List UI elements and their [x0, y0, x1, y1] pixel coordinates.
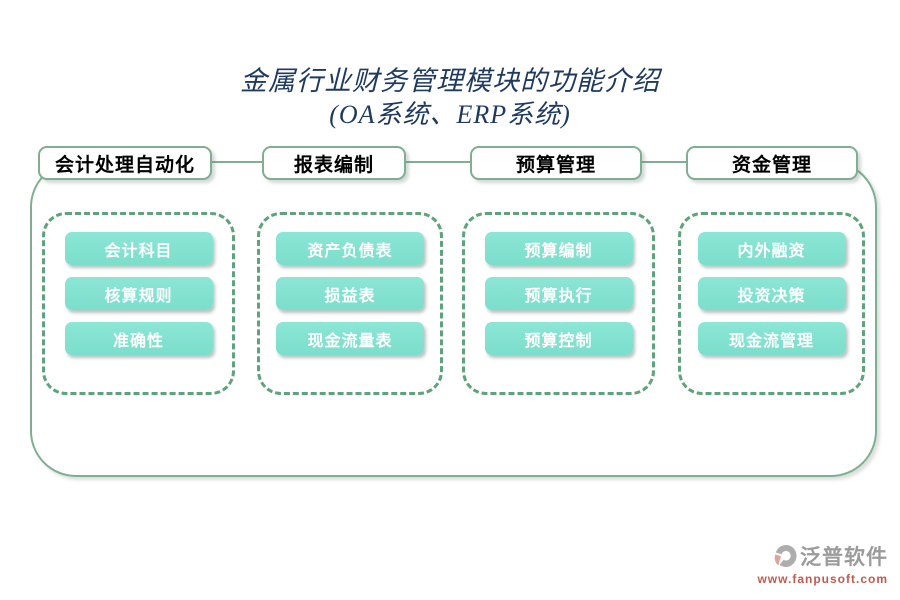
feature-item: 内外融资 [697, 232, 846, 265]
feature-item: 预算编制 [484, 232, 633, 265]
column-header-budget-management: 预算管理 [470, 146, 642, 180]
watermark-brand-text: 泛普软件 [800, 545, 888, 569]
column-header-report-preparation: 报表编制 [262, 146, 406, 180]
watermark: 泛普软件 www.fanpusoft.com [757, 541, 888, 586]
feature-item: 损益表 [276, 277, 424, 310]
feature-item: 现金流量表 [276, 322, 424, 355]
diagram-title-line1: 金属行业财务管理模块的功能介绍 [240, 66, 660, 96]
column-header-accounting-automation: 会计处理自动化 [38, 146, 212, 180]
group-box-accounting-automation: 会计科目 核算规则 准确性 [42, 212, 235, 395]
feature-item: 准确性 [64, 322, 213, 355]
feature-item: 资产负债表 [276, 232, 424, 265]
watermark-url-text: www.fanpusoft.com [757, 572, 888, 586]
group-box-fund-management: 内外融资 投资决策 现金流管理 [678, 212, 865, 395]
feature-item: 预算控制 [484, 322, 633, 355]
diagram-title-line2: (OA系统、ERP系统) [329, 100, 571, 129]
group-box-report-preparation: 资产负债表 损益表 现金流量表 [257, 212, 443, 395]
feature-item: 核算规则 [64, 277, 213, 310]
feature-item: 预算执行 [484, 277, 633, 310]
feature-item: 现金流管理 [697, 322, 846, 355]
diagram-title: 金属行业财务管理模块的功能介绍 (OA系统、ERP系统) [0, 64, 900, 131]
feature-item: 会计科目 [64, 232, 213, 265]
group-box-budget-management: 预算编制 预算执行 预算控制 [462, 212, 655, 395]
feature-item: 投资决策 [697, 277, 846, 310]
column-header-fund-management: 资金管理 [686, 146, 858, 180]
fanpu-logo-icon [773, 544, 797, 568]
